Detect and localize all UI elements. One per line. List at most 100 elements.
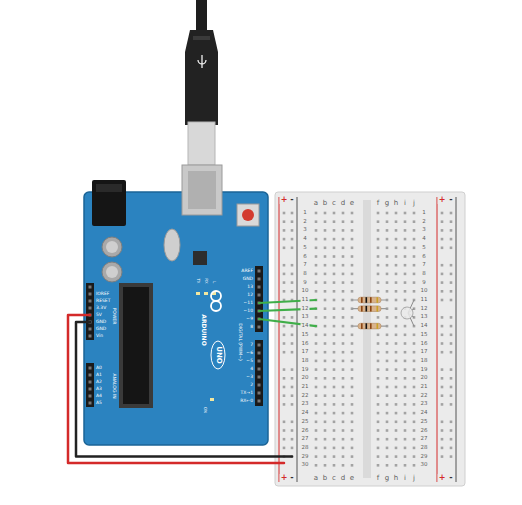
- breadboard-holes: [315, 429, 318, 432]
- header-pins: [258, 376, 261, 379]
- breadboard-holes: [413, 447, 416, 450]
- breadboard-holes: [342, 438, 345, 441]
- breadboard-holes: [450, 299, 453, 302]
- breadboard-holes: [342, 229, 345, 232]
- row-number: 9: [302, 280, 308, 286]
- rail-sign: -: [289, 196, 294, 204]
- row-number: 27: [420, 436, 429, 442]
- breadboard-holes: [404, 403, 407, 406]
- breadboard-holes: [377, 264, 380, 267]
- row-number: 22: [301, 393, 310, 399]
- row-number: 12: [420, 306, 429, 312]
- row-number: 18: [301, 358, 310, 364]
- breadboard-holes: [324, 212, 327, 215]
- breadboard-holes: [315, 455, 318, 458]
- resistor-symbol: [358, 306, 381, 312]
- breadboard-holes: [291, 325, 294, 328]
- breadboard-holes: [333, 238, 336, 241]
- rgb-led: [401, 307, 413, 319]
- pin-label: 12: [247, 293, 253, 298]
- breadboard-holes: [315, 255, 318, 258]
- breadboard-holes: [404, 247, 407, 250]
- breadboard-holes: [450, 290, 453, 293]
- header-pins: [89, 335, 92, 338]
- arduino-board: [237, 204, 259, 226]
- breadboard-holes: [351, 316, 354, 319]
- breadboard-holes: [351, 403, 354, 406]
- breadboard-holes: [315, 464, 318, 467]
- breadboard-holes: [395, 342, 398, 345]
- breadboard-holes: [324, 238, 327, 241]
- breadboard-holes: [386, 316, 389, 319]
- row-number: 25: [420, 419, 429, 425]
- breadboard-holes: [342, 325, 345, 328]
- pin-label: IOREF: [96, 292, 109, 297]
- row-number: 11: [420, 297, 429, 303]
- arduino-board: [86, 283, 94, 340]
- breadboard-holes: [315, 238, 318, 241]
- breadboard-holes: [450, 455, 453, 458]
- breadboard-holes: [441, 290, 444, 293]
- breadboard-holes: [377, 229, 380, 232]
- breadboard-holes: [450, 220, 453, 223]
- breadboard-holes: [377, 281, 380, 284]
- breadboard-holes: [450, 273, 453, 276]
- breadboard-holes: [283, 264, 286, 267]
- breadboard-holes: [342, 429, 345, 432]
- breadboard-holes: [441, 377, 444, 380]
- breadboard-holes: [386, 438, 389, 441]
- pin-label: RESET: [96, 299, 110, 304]
- breadboard-holes: [441, 403, 444, 406]
- column-letter: e: [349, 475, 355, 482]
- arduino-board: [96, 184, 122, 192]
- pin-label: Vin: [96, 334, 103, 339]
- pin-label: GND: [243, 277, 253, 282]
- arduino-board: [211, 341, 225, 369]
- breadboard-holes: [333, 290, 336, 293]
- breadboard-holes: [315, 368, 318, 371]
- breadboard-holes: [386, 255, 389, 258]
- breadboard-holes: [342, 281, 345, 284]
- resistor-symbol: [366, 306, 368, 312]
- breadboard-holes: [291, 429, 294, 432]
- row-number: 1: [421, 210, 427, 216]
- column-letter: i: [403, 475, 407, 482]
- usb-cable: [196, 0, 207, 30]
- breadboard-holes: [291, 334, 294, 337]
- breadboard-holes: [283, 247, 286, 250]
- breadboard-holes: [395, 429, 398, 432]
- breadboard-holes: [377, 334, 380, 337]
- header-pins: [89, 367, 92, 370]
- breadboard-holes: [324, 281, 327, 284]
- resistor-symbol: [361, 306, 363, 312]
- breadboard-holes: [291, 386, 294, 389]
- breadboard-holes: [377, 377, 380, 380]
- pin-label: ~9: [246, 317, 253, 322]
- pin-label: 5V: [96, 313, 102, 318]
- breadboard-holes: [404, 447, 407, 450]
- column-letter: h: [393, 475, 399, 482]
- wires: [76, 322, 292, 457]
- breadboard-holes: [315, 394, 318, 397]
- column-letter: e: [349, 200, 355, 207]
- header-pins: [89, 286, 92, 289]
- row-number: 3: [421, 228, 427, 234]
- breadboard-holes: [324, 403, 327, 406]
- breadboard-holes: [333, 412, 336, 415]
- row-number: 9: [421, 280, 427, 286]
- breadboard-holes: [342, 394, 345, 397]
- breadboard-holes: [450, 342, 453, 345]
- breadboard-holes: [324, 447, 327, 450]
- breadboard-holes: [450, 386, 453, 389]
- breadboard-holes: [315, 438, 318, 441]
- column-letter: f: [376, 200, 380, 207]
- row-number: 7: [421, 262, 427, 268]
- column-letter: i: [403, 200, 407, 207]
- breadboard-holes: [377, 447, 380, 450]
- arduino-board: [164, 229, 180, 261]
- column-letter: a: [313, 200, 319, 207]
- breadboard-holes: [315, 412, 318, 415]
- breadboard-holes: [351, 281, 354, 284]
- usb-cable: [193, 36, 210, 40]
- breadboard-holes: [386, 412, 389, 415]
